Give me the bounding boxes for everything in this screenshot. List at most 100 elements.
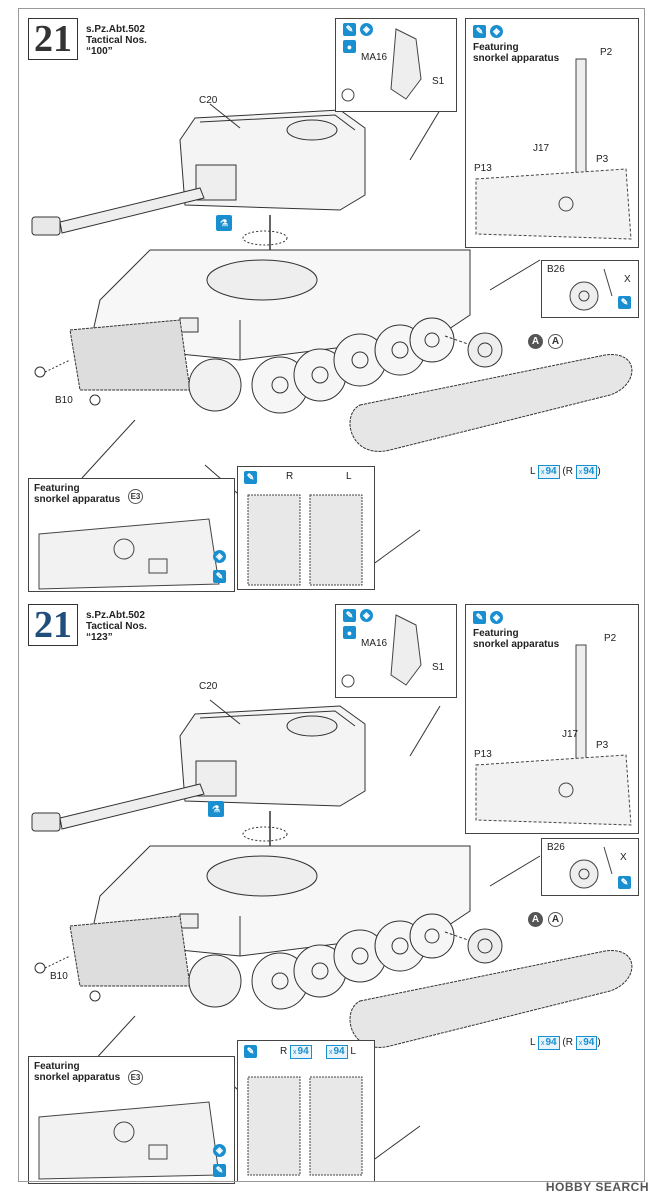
part-a-marker: A [528,334,543,349]
track-qty-right: x94 [575,465,598,479]
unit-line2: Tactical Nos. [86,621,147,632]
detail-panel-track-links [237,466,375,590]
featuring-line1: Featuring [34,483,80,494]
cement-icon: ⚗ [216,215,232,231]
paint-icon: ◈ [360,23,373,36]
paint-icon: ◈ [490,25,503,38]
glue-icon: ✎ [244,1045,257,1058]
page-frame [18,8,645,1182]
label-p3: P3 [596,154,609,165]
featuring-line1: Featuring [473,628,519,639]
detail-panel-ma16 [335,18,457,112]
featuring-snorkel-top: Featuring snorkel apparatus [473,628,559,650]
featuring-snorkel-bottom: Featuring snorkel apparatus [34,1061,120,1083]
cement-icon: ● [343,626,356,639]
glue-icon: ✎ [213,1164,226,1177]
track-link-right: R x94 [280,1045,312,1059]
glue-icon: ✎ [343,609,356,622]
step-section-2: 21 s.Pz.Abt.502 Tactical Nos. “123” [0,596,661,1200]
track-left-label: L [530,466,536,477]
watermark-logo: HOBBY SEARCH [545,1180,649,1194]
unit-line3: “100” [86,46,113,57]
tank-illustration [31,103,633,566]
glue-icon: ✎ [244,471,257,484]
label-ma16: MA16 [361,638,388,649]
track-right-label: (R [562,1037,573,1048]
label-b26: B26 [547,264,565,275]
track-qty-left: x94 [537,465,560,479]
step-number: 21 [34,18,72,60]
track-qty-left: x94 [537,1036,560,1050]
detail-panel-snorkel [465,604,639,834]
label-x: X [620,852,627,863]
step-number-box: 21 [28,18,78,60]
label-b26: B26 [547,842,565,853]
label-x: X [624,274,631,285]
label-b10: B10 [50,971,68,982]
label-c20: C20 [199,681,218,692]
detail-panel-track-links [237,1040,375,1182]
track-qty-right: x94 [575,1036,598,1050]
glue-icon: ✎ [213,570,226,583]
label-p13: P13 [474,163,492,174]
label-p3: P3 [596,740,609,751]
label-link-l: L [346,471,352,482]
cement-icon: ⚗ [208,801,224,817]
label-c20: C20 [199,95,218,106]
paint-icon: ◈ [360,609,373,622]
step-number: 21 [34,604,72,646]
tank-illustration [31,699,633,1162]
unit-info: s.Pz.Abt.502 Tactical Nos. “100” [86,24,147,57]
part-a-marker-opposite: A [548,912,563,927]
featuring-line1: Featuring [473,42,519,53]
part-e3-marker: E3 [128,489,143,504]
featuring-line2: snorkel apparatus [34,1072,121,1083]
label-s1: S1 [432,76,445,87]
featuring-line1: Featuring [34,1061,80,1072]
track-quantity: L x94 (R x94) [530,1036,601,1050]
paint-icon: ◈ [490,611,503,624]
detail-panel-b26 [541,838,639,896]
label-link-r: R [280,1046,288,1057]
unit-line3: “123” [86,632,113,643]
label-ma16: MA16 [361,52,388,63]
label-j17: J17 [533,143,550,154]
glue-icon: ✎ [473,25,486,38]
featuring-line2: snorkel apparatus [473,639,560,650]
track-left-label: L [530,1037,536,1048]
paint-icon: ◈ [213,550,226,563]
link-qty-left: x94 [326,1045,348,1059]
label-p2: P2 [604,633,617,644]
label-j17: J17 [562,729,579,740]
label-s1: S1 [432,662,445,673]
featuring-snorkel-top: Featuring snorkel apparatus [473,42,559,64]
unit-info: s.Pz.Abt.502 Tactical Nos. “123” [86,610,147,643]
unit-line1: s.Pz.Abt.502 [86,610,145,621]
cement-icon: ● [343,40,356,53]
featuring-snorkel-bottom: Featuring snorkel apparatus [34,483,120,505]
label-link-l: L [350,1046,356,1057]
detail-panel-hull-snorkel [28,1056,235,1184]
paint-icon: ◈ [213,1144,226,1157]
track-quantity: L x94 (R x94) [530,465,601,479]
featuring-line2: snorkel apparatus [473,53,560,64]
unit-line2: Tactical Nos. [86,35,147,46]
link-qty-right: x94 [290,1045,312,1059]
featuring-line2: snorkel apparatus [34,494,121,505]
part-a-marker-opposite: A [548,334,563,349]
glue-icon: ✎ [618,876,631,889]
label-p2: P2 [600,47,613,58]
glue-icon: ✎ [343,23,356,36]
label-p13: P13 [474,749,492,760]
unit-line1: s.Pz.Abt.502 [86,24,145,35]
step-section-1: 21 s.Pz.Abt.502 Tactical Nos. “100” [28,18,639,592]
track-right-label: (R [562,466,573,477]
step-number-box: 21 [28,604,78,646]
glue-icon: ✎ [473,611,486,624]
track-link-left: x94 L [326,1045,356,1059]
label-link-r: R [286,471,294,482]
glue-icon: ✎ [618,296,631,309]
label-b10: B10 [55,395,73,406]
part-e3-marker: E3 [128,1070,143,1085]
detail-panel-snorkel [465,18,639,248]
